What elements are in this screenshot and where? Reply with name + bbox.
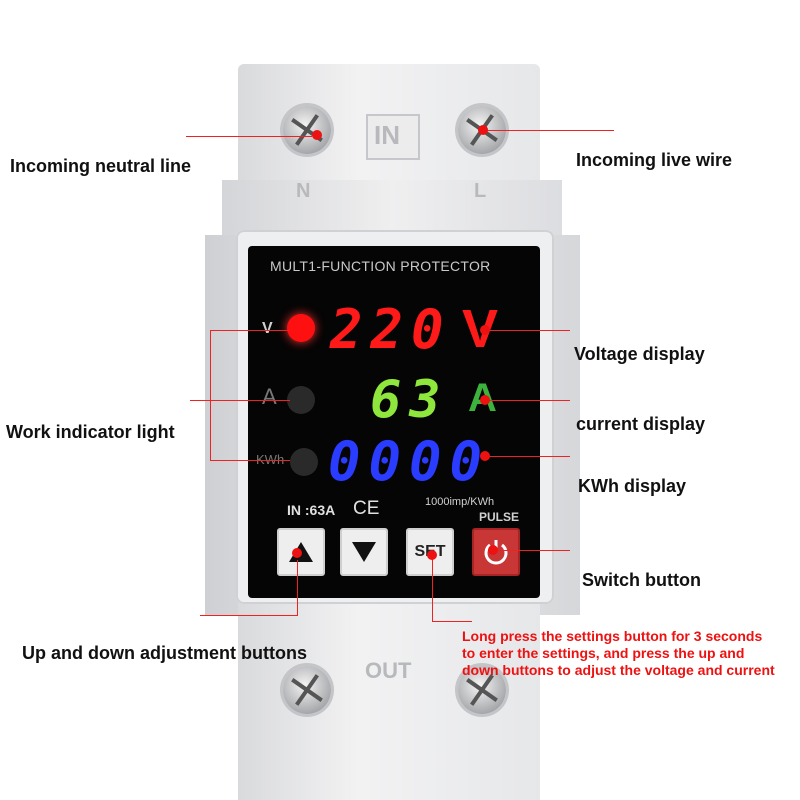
voltage-digits: 220 xyxy=(330,298,452,361)
work-indicator-label: Work indicator light xyxy=(6,422,175,442)
energy-indicator-led xyxy=(290,448,318,476)
voltage-row-label: V xyxy=(262,320,273,337)
updown-pointer-horizontal xyxy=(200,615,298,616)
neutral-pointer-dot xyxy=(312,130,322,140)
neutral-pointer-line xyxy=(186,136,312,137)
pulse-label: PULSE xyxy=(479,510,520,524)
set-pointer-line xyxy=(432,555,433,622)
work-light-bracket-bottom xyxy=(210,460,290,461)
in-mark: IN xyxy=(374,120,400,150)
voltage-pointer-line xyxy=(488,330,570,331)
settings-note-line: Long press the settings button for 3 sec… xyxy=(462,628,763,644)
work-light-bracket-mid xyxy=(190,400,290,401)
neutral-mark: N xyxy=(296,180,311,202)
triangle-down-icon xyxy=(352,542,376,562)
work-light-bracket-top xyxy=(210,330,290,331)
settings-note: Long press the settings button for 3 sec… xyxy=(462,628,775,679)
updown-pointer-dot xyxy=(292,548,302,558)
out-mark: OUT xyxy=(365,658,412,683)
switch-pointer-line xyxy=(496,550,570,551)
voltage-indicator-led xyxy=(287,314,315,342)
current-row-label: A xyxy=(262,384,277,409)
pulse-rate-label: 1000imp/KWh xyxy=(425,496,495,508)
voltage-display-label: Voltage display xyxy=(574,344,705,364)
rating-label: IN :63A xyxy=(287,502,336,518)
updown-buttons-label: Up and down adjustment buttons xyxy=(22,643,307,663)
set-pointer-dot xyxy=(427,550,437,560)
current-digits: 63 xyxy=(370,370,449,430)
kwh-pointer-line xyxy=(488,456,570,457)
bottom-live-screw xyxy=(458,666,506,714)
kwh-display-label: KWh display xyxy=(578,476,687,496)
ce-mark: CE xyxy=(353,498,380,519)
live-pointer-line xyxy=(486,130,614,131)
neutral-terminal-screw xyxy=(283,106,331,154)
live-pointer-dot xyxy=(478,125,488,135)
live-wire-label: Incoming live wire xyxy=(576,150,733,170)
updown-pointer-line xyxy=(297,560,298,615)
settings-note-line: down buttons to adjust the voltage and c… xyxy=(462,662,775,678)
energy-digits: 0000 xyxy=(328,430,491,493)
settings-note-line: to enter the settings, and press the up … xyxy=(462,645,745,661)
work-light-bracket xyxy=(210,330,211,460)
panel-title: MULT1-FUNCTION PROTECTOR xyxy=(270,258,491,274)
current-pointer-dot xyxy=(480,395,490,405)
switch-pointer-dot xyxy=(488,545,498,555)
in-terminal-box xyxy=(366,114,420,160)
down-button[interactable] xyxy=(340,528,388,576)
current-indicator-led xyxy=(287,386,315,414)
energy-row-label: KWh xyxy=(256,452,285,467)
voltage-pointer-dot xyxy=(480,325,490,335)
current-display-label: current display xyxy=(576,414,706,434)
live-mark: L xyxy=(474,180,487,202)
kwh-pointer-dot xyxy=(480,451,490,461)
switch-button-label: Switch button xyxy=(582,570,701,590)
bottom-neutral-screw xyxy=(283,666,331,714)
set-pointer-horizontal xyxy=(432,621,472,622)
neutral-line-label: Incoming neutral line xyxy=(10,156,192,176)
current-pointer-line xyxy=(488,400,570,401)
